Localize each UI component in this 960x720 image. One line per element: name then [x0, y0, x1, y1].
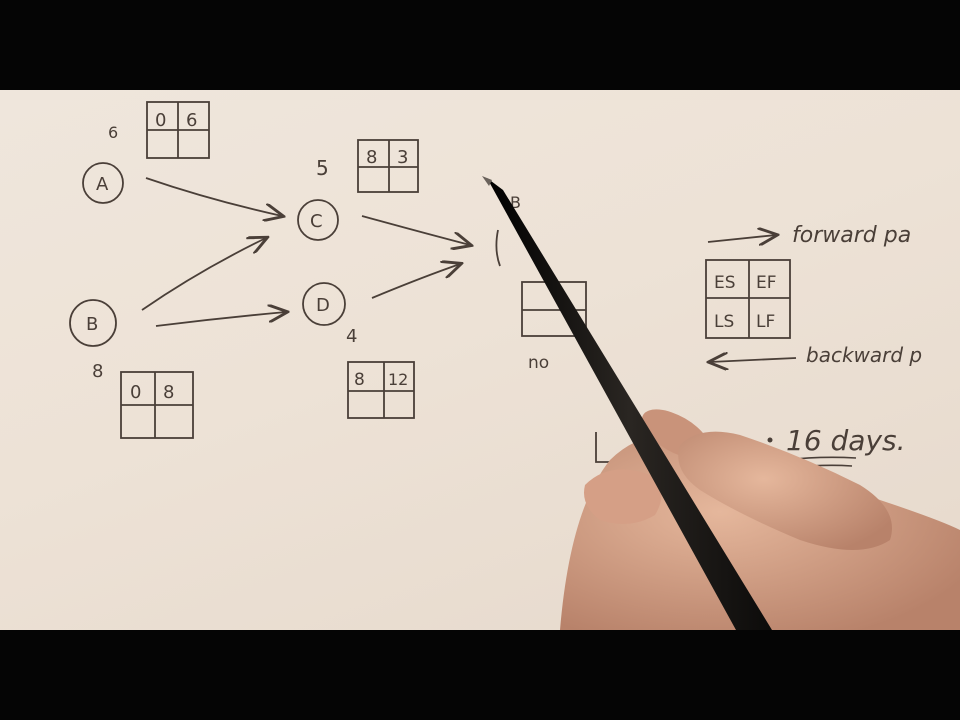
index-finger [678, 431, 892, 550]
node-c-es: 8 [366, 147, 377, 168]
legend: forward pa ES EF LS LF backward p [705, 223, 922, 367]
network-diagram: 6 0 6 A B 8 0 8 5 8 3 C D [69, 101, 960, 630]
partial-node: B no [495, 193, 616, 463]
bullet-dot [767, 437, 773, 443]
node-b-duration: 8 [92, 361, 103, 382]
node-c-duration: 5 [316, 156, 329, 180]
letterbox-top [0, 0, 960, 90]
node-a-ef: 6 [186, 110, 197, 131]
node-a: 6 0 6 A [82, 101, 210, 204]
node-a-es: 0 [155, 110, 166, 131]
paper-sheet: 6 0 6 A B 8 0 8 5 8 3 C D [0, 90, 960, 630]
arrow-d-to-next [371, 264, 460, 299]
forward-pass-label: forward pa [792, 223, 911, 248]
legend-es: ES [714, 273, 736, 293]
pen-tip-icon [482, 176, 492, 186]
letterbox-bottom [0, 630, 960, 720]
pen [482, 176, 772, 630]
node-b-circle [69, 299, 117, 347]
node-b-ef: 8 [163, 382, 174, 403]
total-duration-label: 16 days. [786, 424, 906, 457]
node-b-box [120, 371, 194, 439]
node-b-label: B [86, 314, 98, 335]
arrow-b-to-c [141, 238, 266, 311]
node-a-duration: 6 [108, 123, 118, 142]
arrow-b-to-d [155, 312, 286, 327]
node-d: D 4 8 12 [302, 282, 415, 419]
node-a-circle [82, 162, 124, 204]
pen-icon [487, 178, 772, 630]
backward-pass-arrow [710, 358, 797, 362]
backward-pass-label: backward p [806, 343, 922, 367]
node-a-label: A [96, 174, 109, 195]
thumb-icon [584, 469, 662, 524]
node-d-label: D [316, 295, 330, 316]
node-c-ef: 3 [397, 147, 408, 168]
node-c: 5 8 3 C [297, 139, 419, 241]
arrow-a-to-c [145, 177, 282, 216]
node-d-box [347, 361, 415, 419]
node-c-box [357, 139, 419, 193]
finger-icon [678, 431, 892, 550]
legend-lf: LF [756, 312, 775, 332]
partial-node-circle [495, 229, 501, 267]
arrow-c-to-next [361, 215, 470, 245]
node-d-duration: 4 [346, 326, 357, 347]
node-c-label: C [310, 211, 323, 232]
node-c-circle [297, 199, 339, 241]
dependency-arrows [141, 177, 470, 327]
legend-ls: LS [714, 312, 734, 332]
node-d-circle [302, 282, 346, 326]
node-d-es: 8 [354, 370, 365, 390]
legend-ef: EF [756, 273, 777, 293]
legend-box [705, 259, 791, 339]
node-b-es: 0 [130, 382, 141, 403]
partial-note: no [528, 353, 549, 373]
node-d-ef: 12 [388, 370, 408, 389]
partial-node-label: B [510, 193, 521, 212]
node-b: B 8 0 8 [69, 299, 194, 439]
forward-pass-arrow [707, 235, 776, 242]
node-a-box [146, 101, 210, 159]
